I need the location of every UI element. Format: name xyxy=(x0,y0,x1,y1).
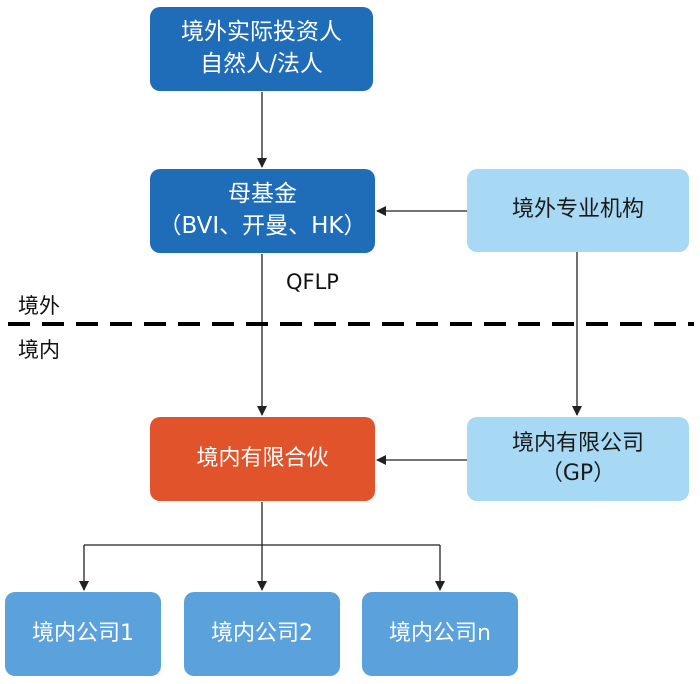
domestic-company-2-box: 境内公司2 xyxy=(184,592,340,676)
offshore-investor-box: 境外实际投资人 自然人/法人 xyxy=(150,7,373,91)
domestic-company-2-line1: 境内公司2 xyxy=(211,620,313,646)
parent-fund-box: 母基金 （BVI、开曼、HK） xyxy=(150,169,375,253)
offshore-institution-line1: 境外专业机构 xyxy=(511,197,644,223)
domestic-company-1-box: 境内公司1 xyxy=(5,592,161,676)
domestic-company-1-line1: 境内公司1 xyxy=(32,620,134,646)
offshore-region-label: 境外 xyxy=(18,294,60,318)
domestic-gp-line1: 境内有限公司 xyxy=(511,430,644,456)
parent-fund-line1: 母基金 xyxy=(228,181,297,208)
domestic-company-n-box: 境内公司n xyxy=(362,592,518,676)
domestic-gp-box: 境内有限公司 （GP） xyxy=(467,417,689,501)
qflp-label: QFLP xyxy=(286,270,339,294)
domestic-company-n-line1: 境内公司n xyxy=(389,620,491,646)
domestic-lp-line1: 境内有限合伙 xyxy=(196,445,329,471)
offshore-investor-line2: 自然人/法人 xyxy=(200,51,323,77)
domestic-gp-line2: （GP） xyxy=(540,461,616,486)
parent-fund-line2: （BVI、开曼、HK） xyxy=(158,213,367,239)
domestic-lp-box: 境内有限合伙 xyxy=(150,417,375,501)
offshore-investor-line1: 境外实际投资人 xyxy=(181,19,342,46)
offshore-institution-box: 境外专业机构 xyxy=(467,169,689,252)
onshore-region-label: 境内 xyxy=(18,338,60,362)
